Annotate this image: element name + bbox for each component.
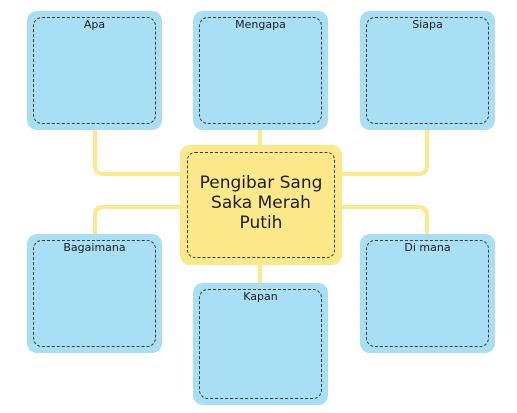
box-di-mana-label: Di mana [404, 241, 451, 254]
connector-siapa [338, 126, 429, 176]
box-kapan-label: Kapan [243, 290, 278, 303]
box-kapan: Kapan [193, 283, 328, 405]
center-topic-title: Pengibar Sang Saka Merah Putih [188, 173, 334, 233]
center-title-line-3: Putih [239, 213, 283, 233]
box-bagaimana: Bagaimana [27, 234, 162, 353]
connector-di-mana [338, 205, 429, 238]
box-apa: Apa [27, 11, 162, 130]
box-siapa-label: Siapa [412, 18, 443, 31]
box-kapan-border [199, 289, 322, 399]
center-topic-border [187, 152, 335, 258]
box-apa-border [33, 17, 156, 124]
center-title-line-2: Saka Merah [211, 193, 311, 213]
connector-apa [93, 126, 184, 176]
box-bagaimana-label: Bagaimana [63, 241, 126, 254]
box-di-mana-border [366, 240, 489, 347]
box-mengapa: Mengapa [193, 11, 328, 130]
box-apa-label: Apa [83, 18, 106, 31]
box-mengapa-border [199, 17, 322, 124]
box-bagaimana-border [33, 240, 156, 347]
center-topic-box: Pengibar Sang Saka Merah Putih [180, 145, 342, 265]
box-siapa-border [366, 17, 489, 124]
center-title-line-1: Pengibar Sang [199, 173, 323, 193]
connector-bagaimana [93, 205, 184, 238]
box-di-mana: Di mana [360, 234, 495, 353]
box-mengapa-label: Mengapa [235, 18, 286, 31]
box-siapa: Siapa [360, 11, 495, 130]
